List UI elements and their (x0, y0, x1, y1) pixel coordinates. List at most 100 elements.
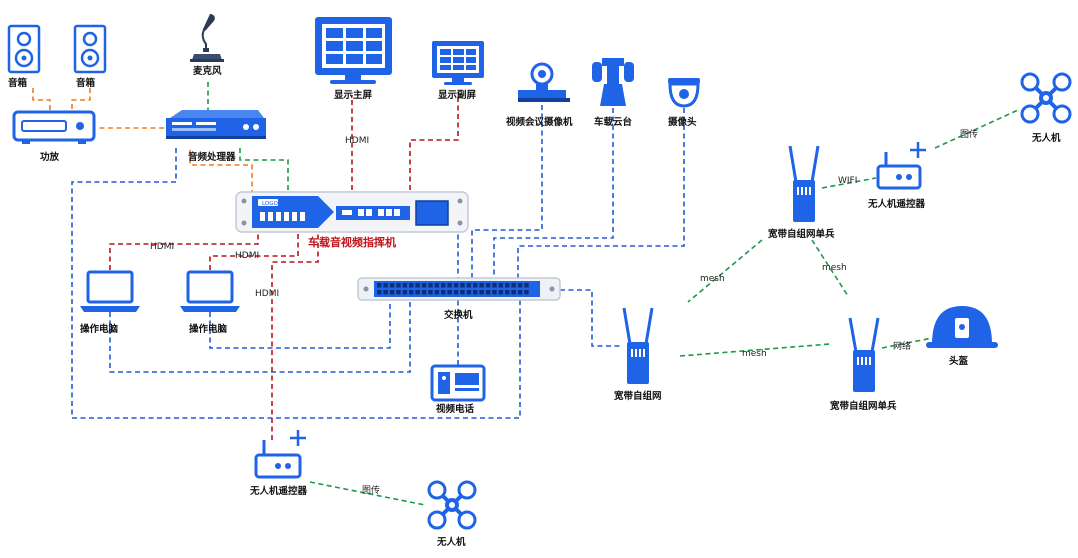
speaker-left-label: 音箱 (8, 77, 28, 89)
link-label-mesh-vehicle-soldier: mesh (742, 349, 767, 359)
wire-commander-secondary-display (409, 92, 459, 190)
camera-label: 摄像头 (668, 116, 697, 128)
switch-port (479, 290, 484, 295)
switch-port (524, 283, 529, 288)
remote-controller-icon (876, 142, 926, 190)
wire-laptop-right-commander (209, 232, 299, 270)
mesh-soldier-bottom-label: 宽带自组网单兵 (829, 400, 897, 412)
switch-port (389, 283, 395, 288)
mesh-soldier-top: 宽带自组网单兵 (767, 145, 835, 240)
display-wall-icon (315, 17, 392, 84)
microphone-label: 麦克风 (193, 65, 222, 77)
mesh-vehicle: 宽带自组网 (613, 307, 662, 402)
switch-port (479, 283, 484, 288)
wire-processor-net (71, 148, 521, 419)
drone-top-label: 无人机 (1031, 132, 1061, 144)
switch-port (517, 290, 523, 295)
switch-port (402, 283, 408, 288)
switch-port (383, 283, 388, 288)
switch-port (466, 290, 472, 295)
mesh-soldier-top-label: 宽带自组网单兵 (767, 228, 835, 240)
switch-port (428, 283, 433, 288)
switch-port (498, 283, 504, 288)
conference-camera-icon (518, 62, 570, 102)
drone-icon (427, 480, 477, 530)
wire-mesh-soldier-top-vehicle (687, 239, 763, 303)
wire-switch-mesh-vehicle (560, 289, 622, 347)
switch-port (485, 283, 491, 288)
laptop-right: 操作电脑 (180, 270, 240, 335)
switch-port (415, 290, 420, 295)
link-labels: HDMI HDMI HDMI HDMI mesh mesh mesh WIFI … (150, 128, 978, 496)
main-display-label: 显示主屏 (334, 89, 373, 101)
switch-port (428, 290, 433, 295)
mesh-vehicle-label: 宽带自组网 (613, 390, 662, 402)
switch-port (453, 283, 459, 288)
link-label-mesh-top-left: mesh (700, 274, 725, 284)
amplifier-icon (12, 110, 96, 144)
switch-port (441, 283, 446, 288)
switch-port (498, 290, 504, 295)
wire-processor-commander (239, 148, 289, 190)
video-phone: 视频电话 (430, 364, 486, 415)
microphone-icon (190, 14, 224, 62)
switch-port (492, 283, 497, 288)
link-label-image-bottom: 图传 (362, 484, 380, 496)
mesh-radio-icon (848, 317, 880, 392)
drone-controller-top: 无人机遥控器 (867, 142, 926, 210)
amplifier: 功放 (12, 110, 96, 163)
switch-port (524, 290, 529, 295)
camera: 摄像头 (668, 78, 700, 128)
commander-logo-text: LOGO (262, 201, 278, 207)
drone-controller-bottom: 无人机遥控器 (249, 430, 308, 497)
vehicle-gimbal-label: 车载云台 (594, 116, 633, 128)
switch-port (505, 290, 510, 295)
switch-port (517, 283, 523, 288)
switch-port (485, 290, 491, 295)
link-label-hdmi-drone-controller: HDMI (255, 289, 279, 299)
wire-image-top (934, 109, 1019, 149)
link-label-hdmi-laptop-right: HDMI (235, 251, 259, 261)
wire-speaker-left-amp (32, 88, 51, 112)
main-display: 显示主屏 (315, 17, 392, 101)
video-phone-label: 视频电话 (436, 403, 475, 415)
switch-port (453, 290, 459, 295)
switch-port (473, 283, 478, 288)
link-label-wifi: WIFI (838, 176, 857, 186)
speaker-right-label: 音箱 (76, 77, 96, 89)
audio-processor-icon (166, 110, 266, 139)
helmet: 头盔 (926, 306, 998, 367)
wire-conference-camera-switch (471, 105, 543, 278)
link-label-helmet-net: 网络 (893, 340, 911, 352)
switch-port (415, 283, 420, 288)
switch-port (396, 283, 401, 288)
wire-camera-switch (517, 108, 685, 278)
drone-icon (1020, 72, 1072, 124)
switch-ports (377, 283, 529, 295)
commander: LOGO 车载音视频指挥机 (235, 191, 469, 249)
switch-port (434, 283, 440, 288)
switch-port (460, 290, 465, 295)
link-label-mesh-top-bottom: mesh (822, 263, 847, 273)
connections (32, 82, 1019, 506)
wire-gimbal-switch (493, 108, 614, 278)
switch-port (409, 290, 414, 295)
commander-rack-icon (235, 191, 469, 233)
conference-camera-label: 视频会议摄像机 (506, 116, 573, 128)
switch-port (466, 283, 472, 288)
wire-laptop-left-switch (109, 298, 411, 373)
switch-port (441, 290, 446, 295)
switch-port (447, 283, 452, 288)
switch-port (402, 290, 408, 295)
link-label-hdmi-main: HDMI (345, 136, 369, 146)
dome-camera-icon (668, 78, 700, 108)
switch-port (492, 290, 497, 295)
wire-speaker-right-amp (71, 88, 91, 112)
switch-port (421, 283, 427, 288)
switch-port (511, 290, 516, 295)
switch-port (505, 283, 510, 288)
switch-port (447, 290, 452, 295)
commander-label: 车载音视频指挥机 (308, 235, 396, 249)
speaker-left: 音箱 (7, 24, 41, 89)
